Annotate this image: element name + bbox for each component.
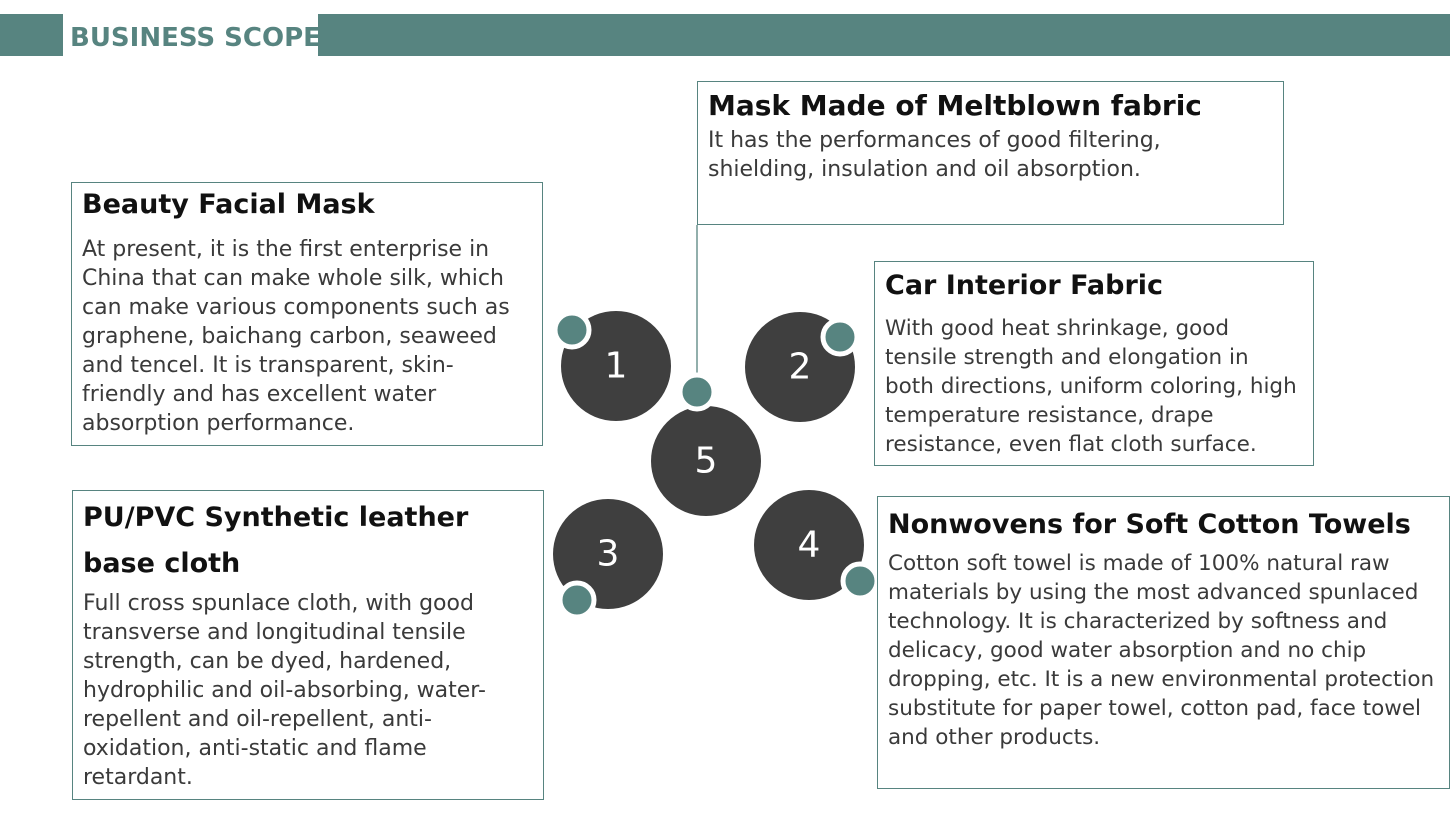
node-circle-3 [553, 499, 663, 609]
page-title: BUSINESS SCOPE [70, 23, 321, 53]
soft-cotton-towels-text: Cotton soft towel is made of 100% natura… [888, 551, 1435, 750]
beauty-facial-mask-text: At present, it is the first enterprise i… [82, 237, 510, 436]
synthetic-leather-text: Full cross spunlace cloth, with good tra… [83, 591, 486, 790]
node-circle-1 [561, 311, 671, 421]
synthetic-leather-box: PU/PVC Synthetic leather base cloth Full… [72, 490, 544, 800]
meltblown-mask-title: Mask Made of Meltblown fabric [708, 89, 1202, 122]
car-interior-fabric-text: With good heat shrinkage, good tensile s… [885, 316, 1297, 457]
node-circle-2 [745, 312, 855, 422]
node-circle-4 [754, 490, 864, 600]
beauty-facial-mask-title: Beauty Facial Mask [82, 189, 375, 220]
node-dot-1 [552, 310, 592, 350]
node-label-3: 3 [597, 534, 620, 575]
car-interior-fabric-box: Car Interior Fabric With good heat shrin… [874, 261, 1314, 466]
soft-cotton-towels-title: Nonwovens for Soft Cotton Towels [888, 509, 1411, 540]
synthetic-leather-title: PU/PVC Synthetic leather base cloth [83, 502, 469, 579]
node-label-4: 4 [798, 525, 821, 566]
beauty-facial-mask-box: Beauty Facial Mask At present, it is the… [71, 182, 543, 446]
node-label-5: 5 [695, 441, 718, 482]
car-interior-fabric-title: Car Interior Fabric [885, 270, 1164, 301]
header-bar-left [0, 14, 63, 56]
soft-cotton-towels-box: Nonwovens for Soft Cotton Towels Cotton … [877, 496, 1450, 789]
meltblown-mask-text: It has the performances of good filterin… [708, 128, 1161, 182]
header-bar-right [318, 14, 1450, 56]
node-dot-3 [557, 580, 597, 620]
node-circle-5 [651, 406, 761, 516]
node-label-1: 1 [605, 346, 628, 387]
node-dot-4 [840, 561, 880, 601]
node-dot-5 [677, 372, 717, 412]
meltblown-mask-box: Mask Made of Meltblown fabric It has the… [697, 81, 1284, 225]
node-label-2: 2 [789, 347, 812, 388]
node-dot-2 [820, 317, 860, 357]
